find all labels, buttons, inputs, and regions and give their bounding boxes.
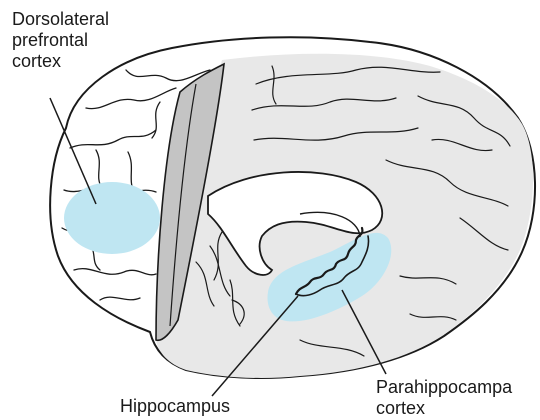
dlpfc-label-line-3: cortex [12,51,109,72]
dorsolateral-prefrontal-cortex-label: Dorsolateral prefrontal cortex [12,9,109,72]
hippocampus-label: Hippocampus [120,396,230,417]
parahippocampal-label-line-2: cortex [376,398,512,419]
parahippocampal-cortex-label: Parahippocampa cortex [376,377,512,419]
dlpfc-label-line-1: Dorsolateral [12,9,109,30]
parahippocampal-label-line-1: Parahippocampa [376,377,512,398]
hippocampus-label-text: Hippocampus [120,396,230,417]
dlpfc-label-line-2: prefrontal [12,30,109,51]
dlpfc-highlight [64,182,160,254]
